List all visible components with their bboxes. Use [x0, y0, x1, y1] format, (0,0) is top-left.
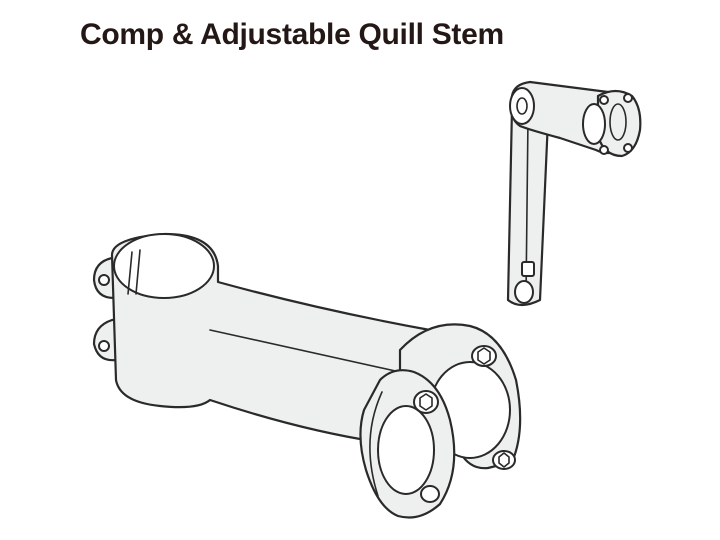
faceplate-bolt-bottom-right — [492, 450, 516, 470]
steerer-slot — [127, 251, 133, 295]
quill-bolt-icon — [599, 95, 609, 105]
steerer-bore — [113, 233, 215, 299]
faceplate-opening — [377, 405, 435, 495]
quill-wedge-hole — [514, 280, 534, 304]
quill-bolt-icon — [599, 145, 609, 155]
quill-top-cap — [509, 87, 535, 125]
stem-body-crease — [209, 329, 401, 373]
faceplate-bolt-bottom-left — [420, 485, 440, 503]
quill-bolt-icon — [623, 93, 633, 103]
faceplate-bolt-top-right — [471, 345, 497, 367]
quill-shaft — [506, 106, 550, 307]
diagram-title: Comp & Adjustable Quill Stem — [80, 18, 504, 51]
quill-bar-bore-inner — [609, 103, 627, 141]
faceplate-bolt-top-left — [413, 390, 439, 414]
pinch-bolt-icon — [98, 274, 110, 286]
steerer-slot — [135, 249, 141, 295]
comp-stem-illustration — [92, 232, 522, 519]
quill-slot — [521, 261, 535, 277]
quill-bolt-icon — [623, 143, 633, 153]
faceplate-edge — [369, 391, 383, 497]
quill-stem-illustration — [506, 80, 642, 307]
quill-top-bolt — [516, 97, 528, 115]
quill-bar-bore — [582, 103, 606, 145]
quill-faceplate — [596, 89, 642, 158]
pinch-bolt-icon — [98, 340, 110, 352]
